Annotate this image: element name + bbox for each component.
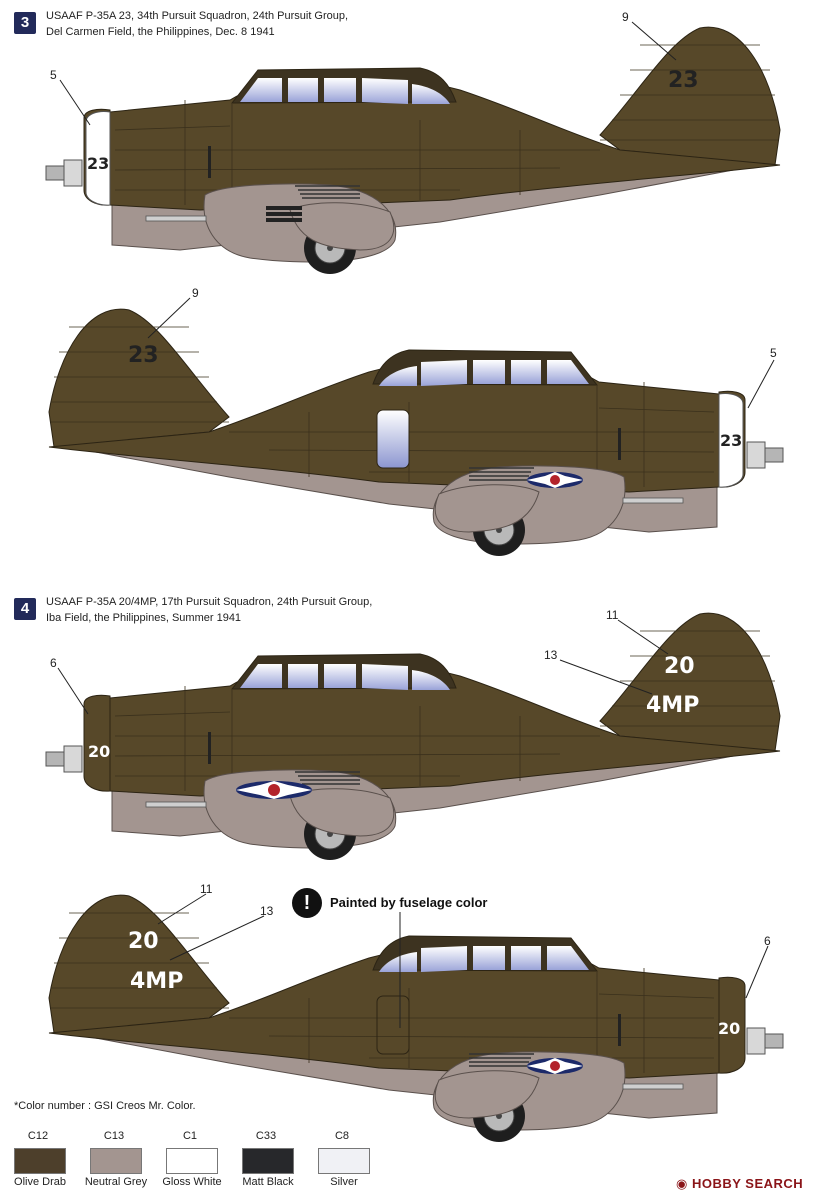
profile-4-caption-line2: Iba Field, the Philippines, Summer 1941 — [46, 612, 242, 624]
camera-icon: ◉ — [676, 1176, 688, 1191]
callout-4a-tail-top: 11 — [606, 608, 619, 622]
profile-4-side-b-tail-number: 20 — [128, 929, 159, 954]
swatch-3-name: Matt Black — [242, 1176, 294, 1188]
profile-3-badge: 3 — [14, 12, 36, 34]
profile-3-side-b-tail-number: 23 — [128, 343, 159, 368]
profile-4-side-a-tail-number: 20 — [664, 654, 695, 679]
callout-3a-tail: 9 — [622, 10, 629, 24]
profile-3-side-a-tail-number: 23 — [668, 68, 699, 93]
color-swatch-legend: C12 Olive Drab C13 Neutral Grey C1 Gloss… — [0, 1126, 836, 1196]
swatch-3-color — [242, 1148, 294, 1174]
callout-3b-tail: 9 — [192, 286, 199, 300]
profile-4-side-b — [48, 894, 784, 1143]
color-footnote: *Color number : GSI Creos Mr. Color. — [14, 1100, 196, 1112]
profile-4-side-a-tail-code: 4MP — [646, 693, 699, 718]
swatch-1-color — [90, 1148, 142, 1174]
watermark: ◉ HOBBY SEARCH — [676, 1176, 803, 1192]
profile-4-side-a-nose-number: 20 — [88, 742, 110, 761]
swatch-4-name: Silver — [330, 1176, 358, 1188]
swatch-1-name: Neutral Grey — [84, 1176, 148, 1188]
swatch-3-code: C33 — [255, 1130, 277, 1142]
watermark-text: HOBBY SEARCH — [691, 1176, 804, 1191]
swatch-1-code: C13 — [103, 1130, 125, 1142]
profile-4-caption-line1: USAAF P-35A 20/4MP, 17th Pursuit Squadro… — [46, 596, 373, 608]
callout-4a-tail-bottom: 13 — [544, 648, 558, 662]
swatch-2-color — [166, 1148, 218, 1174]
profile-3-caption-line2: Del Carmen Field, the Philippines, Dec. … — [46, 26, 275, 38]
swatch-4-color — [318, 1148, 370, 1174]
profile-4-side-a — [45, 612, 781, 861]
callout-3a-nose: 5 — [50, 68, 57, 82]
swatch-0-code: C12 — [27, 1130, 49, 1142]
profile-3-side-a-nose-number: 23 — [87, 154, 109, 173]
swatch-2-code: C1 — [182, 1130, 198, 1142]
profile-3-side-a — [45, 26, 781, 275]
painted-note: Painted by fuselage color — [330, 895, 488, 910]
profile-3-side-b — [48, 308, 784, 557]
callout-4b-nose: 6 — [764, 934, 771, 948]
swatch-4-code: C8 — [334, 1130, 350, 1142]
profile-4-side-b-nose-number: 20 — [718, 1019, 740, 1038]
callout-4b-tail-bottom: 13 — [260, 904, 274, 918]
profile-3-caption-line1: USAAF P-35A 23, 34th Pursuit Squadron, 2… — [46, 10, 349, 22]
profile-3-caption: USAAF P-35A 23, 34th Pursuit Squadron, 2… — [46, 8, 348, 40]
callout-4b-tail-top: 11 — [200, 882, 213, 896]
profile-4-badge: 4 — [14, 598, 36, 620]
swatch-0-color — [14, 1148, 66, 1174]
profile-4-side-b-tail-code: 4MP — [130, 969, 183, 994]
swatch-0-name: Olive Drab — [14, 1176, 66, 1188]
profile-3-side-b-nose-number: 23 — [720, 431, 742, 450]
swatch-2-name: Gloss White — [162, 1176, 222, 1188]
callout-3b-nose: 5 — [770, 346, 777, 360]
exclamation-icon: ! — [292, 888, 322, 918]
callout-4a-nose: 6 — [50, 656, 57, 670]
profile-4-caption: USAAF P-35A 20/4MP, 17th Pursuit Squadro… — [46, 594, 372, 626]
